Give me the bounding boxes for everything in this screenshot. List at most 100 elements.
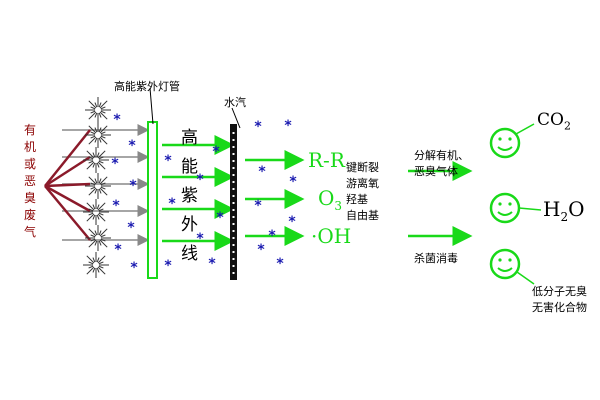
blue-particle: * bbox=[112, 198, 120, 214]
blue-particle: * bbox=[284, 118, 292, 134]
h2o-main: H bbox=[543, 197, 561, 221]
vapor-dot bbox=[232, 244, 235, 246]
fan-line bbox=[44, 129, 91, 187]
blue-particle: * bbox=[268, 228, 276, 244]
vapor-dot bbox=[232, 265, 235, 267]
starburst-molecule bbox=[85, 122, 111, 148]
vapor-dot bbox=[232, 174, 235, 176]
vapor-dot bbox=[232, 146, 235, 148]
vapor-dot bbox=[232, 272, 235, 274]
vapor-dot bbox=[232, 167, 235, 169]
vapor-dot bbox=[232, 160, 235, 162]
waste-gas-char: 臭 bbox=[24, 191, 37, 205]
reaction-arrows bbox=[245, 150, 305, 246]
blue-particle: * bbox=[289, 174, 297, 190]
vapor-dot bbox=[232, 132, 235, 134]
vapor-dot bbox=[232, 153, 235, 155]
low-molecule-line: 无害化合物 bbox=[532, 301, 587, 314]
ozone-species: O3 bbox=[318, 186, 342, 213]
blue-particle: * bbox=[276, 256, 284, 272]
co2-sub: 2 bbox=[563, 119, 571, 133]
uv-lamp-tube bbox=[147, 121, 158, 279]
starburst-molecule bbox=[83, 199, 109, 225]
mid-note: 游离氧 bbox=[346, 177, 379, 190]
uv-char: 外 bbox=[181, 215, 198, 235]
waste-gas-char: 有 bbox=[24, 123, 37, 137]
blue-particle: * bbox=[113, 112, 121, 128]
mid-notes: 键断裂 游离氧 羟基 自由基 bbox=[346, 160, 379, 224]
starburst-molecule bbox=[83, 252, 109, 278]
vapor-dot bbox=[232, 209, 235, 211]
co2-main: CO bbox=[537, 110, 564, 130]
vapor-dot bbox=[232, 251, 235, 253]
mid-note: 自由基 bbox=[346, 209, 379, 222]
blue-particle: * bbox=[254, 119, 262, 135]
vapor-dot bbox=[232, 258, 235, 260]
blue-particle: * bbox=[258, 164, 266, 180]
low-molecule-leader-line bbox=[516, 271, 535, 285]
low-molecule-label: 低分子无臭 无害化合物 bbox=[532, 284, 587, 316]
waste-gas-char: 恶 bbox=[24, 174, 37, 188]
blue-particle: * bbox=[128, 138, 136, 154]
decompose-label: 分解有机、 恶臭气体 bbox=[414, 148, 469, 180]
blue-particle: * bbox=[196, 231, 204, 247]
waste-gas-char: 废 bbox=[24, 208, 37, 222]
mid-note: 键断裂 bbox=[346, 161, 379, 174]
hydroxyl-species: ·OH bbox=[311, 224, 352, 248]
action-arrows bbox=[408, 161, 473, 246]
blue-particle: * bbox=[216, 210, 224, 226]
smiley-h2o bbox=[489, 192, 521, 224]
waste-gas-label: 有 机 或 恶 臭 废 气 bbox=[24, 122, 36, 241]
blue-particle: * bbox=[111, 156, 119, 172]
blue-particle: * bbox=[164, 153, 172, 169]
h2o-sub: 2 bbox=[560, 210, 569, 224]
blue-particle: * bbox=[164, 258, 172, 274]
uv-char: 线 bbox=[181, 244, 198, 264]
blue-particle: * bbox=[257, 242, 265, 258]
vapor-dot bbox=[232, 230, 235, 232]
starburst-molecules bbox=[83, 97, 111, 278]
h2o-product: H2O bbox=[543, 197, 585, 224]
water-vapor-dots bbox=[232, 132, 235, 274]
sterilize-label: 杀菌消毒 bbox=[414, 252, 458, 265]
co2-product: CO2 bbox=[537, 110, 571, 132]
starburst-molecule bbox=[83, 147, 109, 173]
vapor-dot bbox=[232, 216, 235, 218]
fan-line bbox=[44, 155, 91, 188]
blue-particle: * bbox=[129, 178, 137, 194]
lamp-leader-line bbox=[149, 87, 154, 125]
waste-gas-char: 机 bbox=[24, 140, 37, 154]
vapor-leader-line bbox=[231, 107, 241, 129]
waste-gas-char: 气 bbox=[24, 225, 37, 239]
mid-note: 羟基 bbox=[346, 193, 368, 206]
h2o-end: O bbox=[568, 197, 585, 221]
blue-particle: * bbox=[127, 220, 135, 236]
vapor-dot bbox=[232, 202, 235, 204]
ozone-main: O bbox=[318, 186, 335, 210]
blue-particle: * bbox=[212, 144, 220, 160]
vapor-dot bbox=[232, 181, 235, 183]
fan-line bbox=[44, 182, 91, 188]
low-molecule-line: 低分子无臭 bbox=[532, 285, 587, 298]
water-vapor-label: 水汽 bbox=[224, 96, 246, 109]
uv-label: 高 能 紫 外 线 bbox=[181, 124, 198, 269]
waste-gas-char: 或 bbox=[24, 157, 37, 171]
uv-char: 高 bbox=[181, 128, 198, 148]
uv-char: 紫 bbox=[181, 186, 198, 206]
blue-particle: * bbox=[288, 214, 296, 230]
co2-leader-line bbox=[515, 123, 535, 135]
blue-particle: * bbox=[168, 196, 176, 212]
starburst-molecule bbox=[85, 97, 111, 123]
uv-arrows bbox=[162, 135, 235, 251]
decompose-line: 分解有机、 bbox=[414, 149, 469, 162]
vapor-dot bbox=[232, 188, 235, 190]
vapor-dot bbox=[232, 139, 235, 141]
waste-gas-fan bbox=[44, 129, 91, 241]
fan-line bbox=[44, 184, 91, 213]
blue-particle: * bbox=[130, 260, 138, 276]
ozone-sub: 3 bbox=[334, 199, 343, 213]
starburst-molecule bbox=[85, 173, 111, 199]
h2o-leader-line bbox=[518, 207, 542, 211]
lamp-label: 高能紫外灯管 bbox=[114, 80, 180, 93]
